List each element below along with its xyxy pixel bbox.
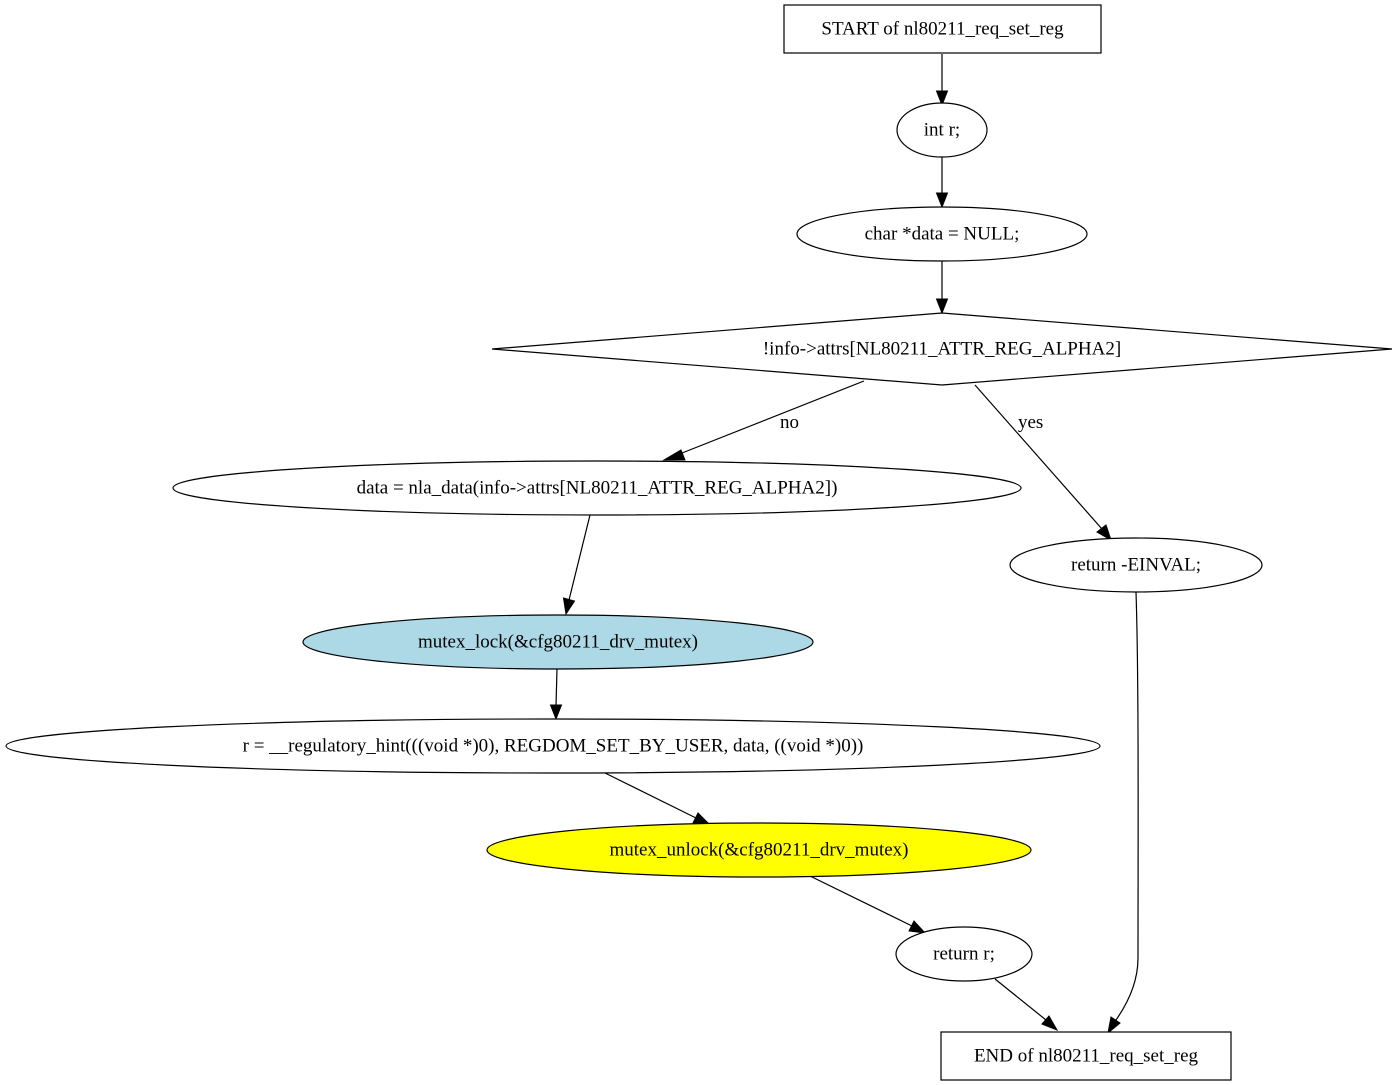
reg-hint-node: r = __regulatory_hint(((void *)0), REGDO…	[5, 718, 1101, 774]
return-einval-node: return -EINVAL;	[1009, 537, 1263, 593]
edge-mutex-unlock-to-return-r	[809, 875, 927, 934]
nodes: START of nl80211_req_set_reg int r; char…	[5, 4, 1393, 1081]
return-r-node: return r;	[895, 926, 1033, 982]
decl-data-node-label: char *data = NULL;	[865, 224, 1020, 245]
mutex-lock-node: mutex_lock(&cfg80211_drv_mutex)	[302, 614, 814, 670]
mutex-unlock-node: mutex_unlock(&cfg80211_drv_mutex)	[486, 822, 1032, 878]
edge-return-einval-to-end	[1107, 591, 1139, 1035]
start-node-label: START of nl80211_req_set_reg	[821, 19, 1064, 40]
end-node-label: END of nl80211_req_set_reg	[974, 1046, 1199, 1067]
edge-decl-data-to-condition	[935, 261, 949, 315]
edges: no yes	[549, 54, 1139, 1035]
edge-reg-hint-to-mutex-unlock	[604, 772, 712, 826]
mutex-lock-node-label: mutex_lock(&cfg80211_drv_mutex)	[418, 632, 698, 653]
start-node: START of nl80211_req_set_reg	[783, 4, 1102, 54]
edge-mutex-lock-to-reg-hint	[549, 668, 563, 721]
mutex-unlock-node-label: mutex_unlock(&cfg80211_drv_mutex)	[609, 840, 908, 861]
decl-r-node: int r;	[896, 102, 988, 158]
edge-start-to-decl-r	[935, 54, 949, 107]
end-node: END of nl80211_req_set_reg	[940, 1031, 1232, 1081]
assign-data-node-label: data = nla_data(info->attrs[NL80211_ATTR…	[357, 478, 838, 499]
decl-data-node: char *data = NULL;	[796, 206, 1088, 262]
condition-node-label: !info->attrs[NL80211_ATTR_REG_ALPHA2]	[763, 339, 1121, 360]
reg-hint-node-label: r = __regulatory_hint(((void *)0), REGDO…	[243, 736, 864, 757]
edge-condition-no: no	[662, 380, 865, 461]
edge-label-yes: yes	[1018, 412, 1043, 433]
return-r-node-label: return r;	[933, 944, 995, 965]
edge-condition-yes: yes	[974, 384, 1112, 542]
assign-data-node: data = nla_data(info->attrs[NL80211_ATTR…	[172, 460, 1022, 516]
condition-node: !info->attrs[NL80211_ATTR_REG_ALPHA2]	[491, 312, 1393, 386]
edge-label-no: no	[780, 412, 799, 433]
decl-r-node-label: int r;	[924, 120, 960, 141]
edge-decl-r-to-decl-data	[935, 157, 949, 209]
edge-assign-to-mutex-lock	[562, 514, 591, 616]
edge-return-r-to-end	[994, 978, 1059, 1031]
return-einval-node-label: return -EINVAL;	[1071, 555, 1201, 576]
